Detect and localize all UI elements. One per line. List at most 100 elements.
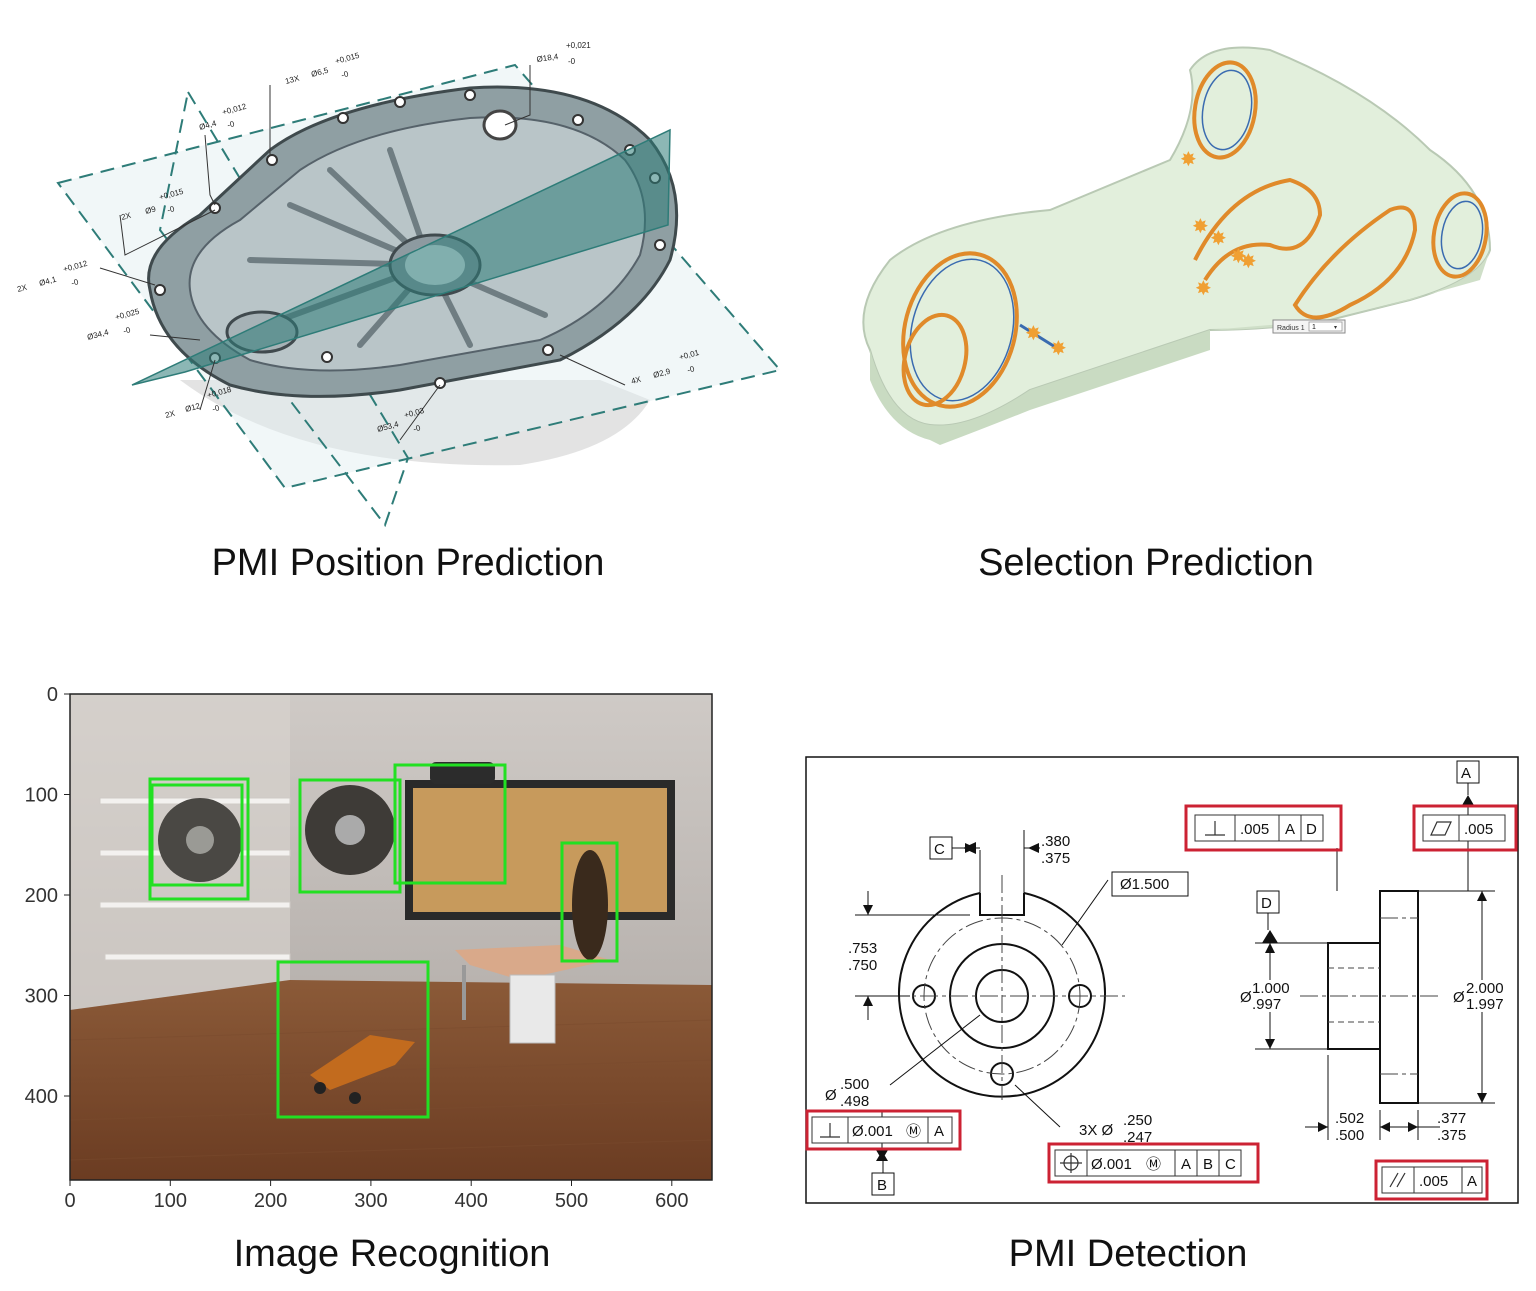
y-tick-label: 0	[47, 684, 58, 706]
datum-a-label: A	[1461, 765, 1471, 782]
svg-text:✸: ✸	[1025, 323, 1042, 345]
detection-box	[560, 841, 619, 963]
dim-text: +0,015	[334, 51, 361, 66]
image-recognition-plot: 0 100 200 300 400 500 600 0 100 200 300 400	[25, 684, 713, 1212]
fcf-position-tol: Ø.001	[1091, 1156, 1132, 1173]
dim-text: -0	[211, 403, 221, 414]
shaft-bottom: .997	[1252, 996, 1281, 1013]
x-tick-label: 200	[254, 1190, 287, 1212]
dim-text: -0	[686, 364, 696, 375]
dim-text: 4X	[630, 375, 642, 386]
height-top: .753	[848, 940, 877, 957]
pmi-detection-drawing: C D A B .380 .375 Ø1.500 .753 .750 Ø .50…	[805, 756, 1519, 1204]
datum-b-label: B	[877, 1177, 887, 1194]
dim-text: -0	[568, 57, 576, 66]
dim-text: 2X	[164, 409, 176, 420]
caption-pmi-position-prediction: PMI Position Prediction	[211, 542, 605, 584]
dim-text: +0,012	[221, 102, 248, 117]
detection-box	[148, 777, 250, 901]
fcf-flatness-tol: .005	[1464, 821, 1493, 838]
highlight-perp-left	[805, 1109, 962, 1151]
fcf-parallel-tol: .005	[1419, 1173, 1448, 1190]
dim-text: Ø6,5	[310, 66, 330, 79]
detection-box	[276, 960, 430, 1119]
dim-text: 2X	[16, 283, 28, 294]
y-tick-label: 300	[25, 986, 58, 1008]
fcf-position-mod: Ⓜ	[1146, 1156, 1161, 1173]
svg-text:✸: ✸	[1230, 246, 1247, 268]
dim-text: 2X	[120, 211, 132, 222]
fcf-perp-top-tol: .005	[1240, 821, 1269, 838]
svg-text:✸: ✸	[1180, 149, 1197, 171]
bore-dia: Ø	[825, 1087, 837, 1104]
highlight-flatness	[1412, 804, 1518, 852]
detection-boxes	[148, 763, 619, 1119]
pmi-position-figure: Ø18,4 +0,021 -0 13X Ø6,5 +0,015 -0 Ø4,4 …	[16, 41, 782, 528]
dim-text: Ø4,1	[38, 275, 58, 288]
od-dim: Ø1.500	[1120, 876, 1169, 893]
holes-qty: 3X Ø	[1079, 1122, 1114, 1139]
length1-top: .502	[1335, 1110, 1364, 1127]
fcf-position-datum-c: C	[1225, 1156, 1236, 1173]
slot-width-bottom: .375	[1041, 850, 1070, 867]
fcf-perp-left-mod: Ⓜ	[906, 1123, 921, 1140]
dim-text: Ø4,4	[198, 119, 218, 132]
dim-text: -0	[412, 423, 422, 434]
svg-text:✸: ✸	[1240, 251, 1257, 273]
dim-text: +0,012	[62, 259, 89, 274]
selection-prediction-figure: ✸✸✸ ✸✸✸ ✸✸ Radius 1 1 ▾	[862, 46, 1492, 445]
slot-width-top: .380	[1041, 833, 1070, 850]
datum-a-box	[1456, 760, 1480, 784]
dim-text: -0	[70, 277, 80, 288]
dim-text: Ø18,4	[536, 52, 559, 64]
svg-text:✸: ✸	[1192, 216, 1209, 238]
holes-top: .250	[1123, 1112, 1152, 1129]
x-tick-label: 600	[655, 1190, 688, 1212]
svg-text:✸: ✸	[1195, 278, 1212, 300]
dim-text: Ø12	[184, 401, 201, 414]
svg-text:✸: ✸	[1050, 338, 1067, 360]
flange-bottom: 1.997	[1466, 996, 1504, 1013]
dim-text: +0,025	[114, 307, 141, 322]
svg-text:✸: ✸	[1210, 228, 1227, 250]
x-tick-label: 400	[455, 1190, 488, 1212]
shaft-dia: Ø	[1240, 989, 1252, 1006]
bore-bottom: .498	[840, 1093, 869, 1110]
highlight-position	[1047, 1142, 1260, 1184]
fcf-perp-top-datum2: D	[1306, 821, 1317, 838]
height-bottom: .750	[848, 957, 877, 974]
flange-dia: Ø	[1453, 989, 1465, 1006]
length1-bottom: .500	[1335, 1127, 1364, 1144]
y-tick-label: 100	[25, 785, 58, 807]
bore-top: .500	[840, 1076, 869, 1093]
datum-c-label: C	[934, 841, 945, 858]
fcf-perp-left-tol: Ø.001	[852, 1123, 893, 1140]
x-tick-label: 0	[64, 1190, 75, 1212]
x-tick-label: 500	[555, 1190, 588, 1212]
x-tick-label: 100	[154, 1190, 187, 1212]
dim-text: +0,021	[566, 41, 591, 50]
fcf-position-datum-b: B	[1203, 1156, 1213, 1173]
datum-d-label: D	[1261, 895, 1272, 912]
caption-image-recognition: Image Recognition	[233, 1233, 551, 1275]
fcf-position-datum-a: A	[1181, 1156, 1191, 1173]
holes-bottom: .247	[1123, 1129, 1152, 1146]
shaft-top: 1.000	[1252, 980, 1290, 997]
dim-text: Ø2,9	[652, 367, 672, 380]
svg-text:▾: ▾	[1334, 325, 1337, 331]
detection-box	[298, 778, 402, 894]
dim-text: -0	[226, 119, 236, 130]
dim-text: -0	[122, 325, 132, 336]
y-tick-label: 200	[25, 885, 58, 907]
highlight-parallel	[1374, 1159, 1489, 1201]
flange-top: 2.000	[1466, 980, 1504, 997]
fcf-parallel-datum: A	[1467, 1173, 1477, 1190]
radius-label: Radius 1	[1277, 325, 1305, 332]
fcf-perp-left-datum: A	[934, 1123, 944, 1140]
y-axis: 0 100 200 300 400	[25, 684, 70, 1108]
radius-widget[interactable]: Radius 1 1 ▾	[1272, 319, 1346, 334]
caption-pmi-detection: PMI Detection	[1008, 1233, 1248, 1275]
y-tick-label: 400	[25, 1086, 58, 1108]
od-dim-box	[1111, 871, 1189, 897]
